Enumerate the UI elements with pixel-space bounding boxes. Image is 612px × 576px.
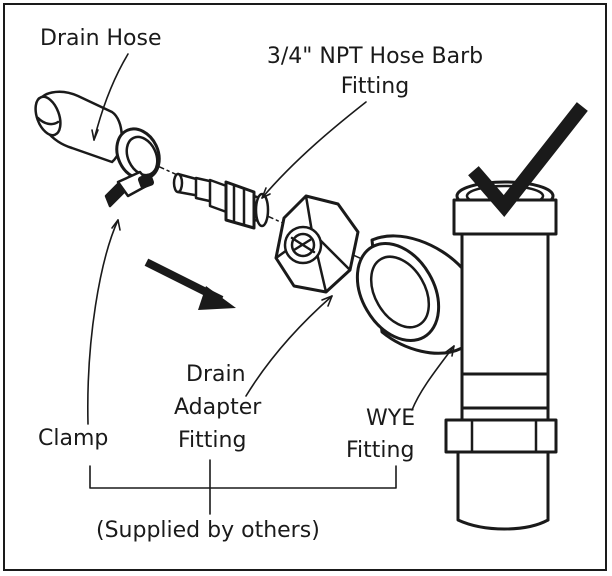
barb-leader: [261, 101, 367, 199]
hose-barb-label-line1: 3/4" NPT Hose Barb: [266, 44, 484, 69]
supplied-by-others-label: (Supplied by others): [96, 518, 320, 543]
drain-adapter-fitting-part: [274, 194, 360, 294]
drain-hose-part: [34, 90, 123, 164]
drain-adapter-label-line3: Fitting: [178, 428, 247, 453]
clamp-part: [104, 127, 161, 208]
hose-barb-label-line2: Fitting: [340, 74, 410, 99]
checkmark-icon: [468, 102, 588, 217]
supplied-bracket: [89, 459, 397, 515]
drain-hose-label: Drain Hose: [40, 26, 162, 51]
drain-adapter-leader: [245, 295, 333, 397]
drain-hose-leader: [93, 53, 129, 141]
clamp-leader: [87, 219, 119, 425]
wye-label-line1: WYE: [366, 406, 416, 431]
wye-fitting-part: [355, 180, 558, 531]
wye-leader: [411, 345, 455, 411]
clamp-label: Clamp: [38, 426, 109, 451]
drain-adapter-label-line2: Adapter: [174, 395, 262, 420]
drain-adapter-label-line1: Drain: [186, 362, 246, 387]
wye-label-line2: Fitting: [346, 438, 415, 463]
hose-barb-fitting-part: [172, 172, 270, 230]
flow-direction-arrow-icon: [144, 258, 236, 310]
